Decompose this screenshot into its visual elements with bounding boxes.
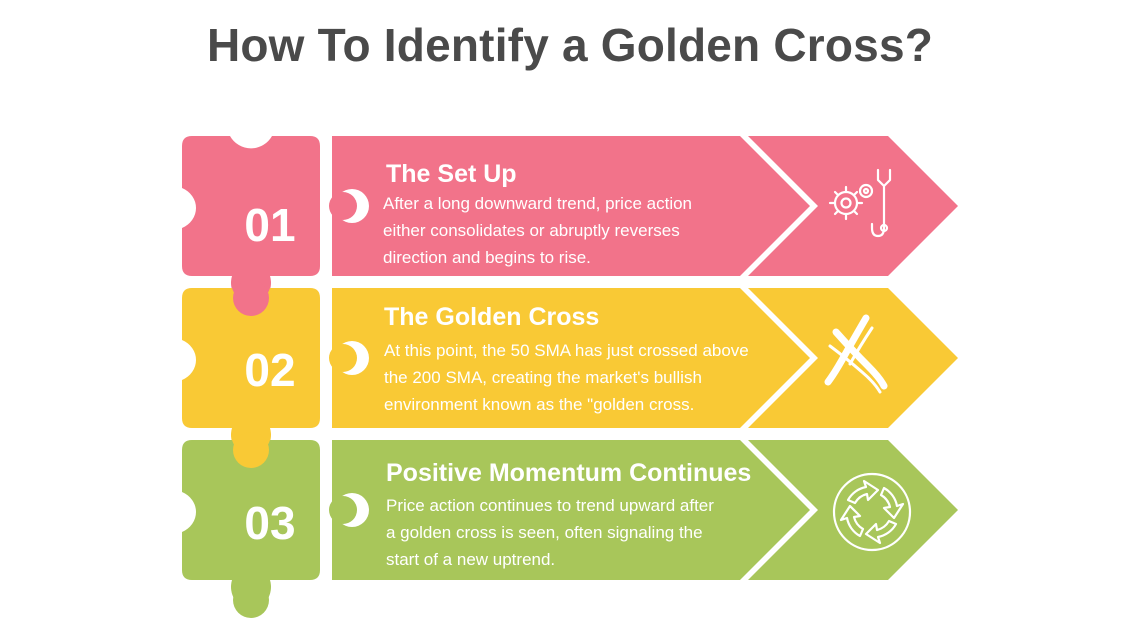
arrow-banner-3	[332, 440, 810, 580]
step-number-2: 02	[244, 344, 295, 396]
arrow-banner-1	[332, 136, 810, 276]
step-title-1: The Set Up	[386, 160, 517, 188]
step-desc-2-line-2: the 200 SMA, creating the market's bulli…	[384, 368, 702, 387]
step-1: 01 The Set Up After a long downward tren…	[182, 136, 958, 305]
step-desc-2-line-1: At this point, the 50 SMA has just cross…	[384, 341, 749, 360]
gear-wrench-icon	[828, 168, 892, 238]
puzzle-tabs	[233, 280, 269, 618]
crescent-connector-1	[329, 189, 369, 223]
step-3: 03 Positive Momentum Continues Price act…	[182, 440, 958, 609]
page-title: How To Identify a Golden Cross?	[206, 19, 934, 71]
step-desc-1-line-1: After a long downward trend, price actio…	[383, 194, 692, 213]
crescent-connector-2	[329, 341, 369, 375]
puzzle-piece-3	[182, 440, 320, 609]
cross-icon	[824, 314, 888, 394]
puzzle-piece-2	[182, 288, 320, 457]
step-desc-1-line-3: direction and begins to rise.	[383, 248, 591, 267]
arrow-banner-2	[332, 288, 810, 428]
step-number-3: 03	[244, 497, 295, 549]
step-number-1: 01	[244, 199, 295, 251]
crescent-connector-3	[329, 493, 369, 527]
step-title-2: The Golden Cross	[384, 303, 599, 331]
step-desc-2-line-3: environment known as the "golden cross.	[384, 395, 694, 414]
step-2: 02 The Golden Cross At this point, the 5…	[182, 288, 958, 457]
puzzle-piece-1	[182, 136, 320, 305]
cycle-arrows-icon	[832, 472, 912, 552]
step-title-3: Positive Momentum Continues	[386, 459, 751, 487]
step-desc-3-line-2: a golden cross is seen, often signaling …	[386, 523, 703, 542]
step-desc-3-line-3: start of a new uptrend.	[386, 550, 555, 569]
arrow-tip-1	[748, 136, 958, 276]
step-desc-3-line-1: Price action continues to trend upward a…	[386, 496, 714, 515]
step-desc-1-line-2: either consolidates or abruptly reverses	[383, 221, 680, 240]
